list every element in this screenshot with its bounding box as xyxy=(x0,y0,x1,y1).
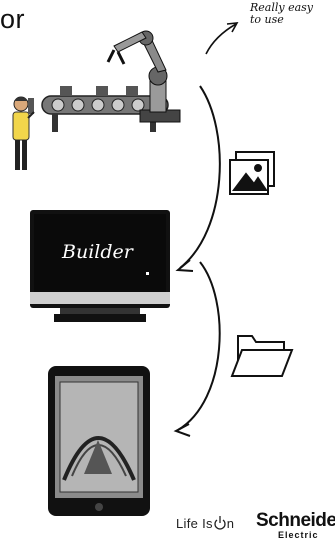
tagline: Life Is n xyxy=(176,516,234,531)
handwritten-note-line1: Really easy xyxy=(250,1,314,14)
annotation-arrow xyxy=(205,22,239,55)
operator-icon xyxy=(12,96,35,170)
page-title: or xyxy=(0,4,26,34)
flow-arrow-1 xyxy=(175,85,221,272)
robot-arm-icon xyxy=(106,30,181,123)
folder-icon xyxy=(230,335,294,377)
power-icon xyxy=(214,516,226,530)
handwritten-note: Really easy to use xyxy=(250,2,313,26)
image-gallery-icon xyxy=(229,151,275,195)
handwritten-note-line2: to use xyxy=(250,13,284,26)
flow-arrow-2 xyxy=(173,261,221,437)
monitor-screen-label: Builder xyxy=(61,241,135,263)
tablet-icon xyxy=(48,366,150,516)
brand-logo-sub: Electric xyxy=(278,530,319,540)
tagline-right: n xyxy=(226,516,235,531)
tagline-left: Life Is xyxy=(176,516,217,531)
monitor-icon: Builder xyxy=(30,210,170,322)
conveyor-icon xyxy=(41,86,169,132)
brand-logo: Schneider xyxy=(256,510,335,531)
